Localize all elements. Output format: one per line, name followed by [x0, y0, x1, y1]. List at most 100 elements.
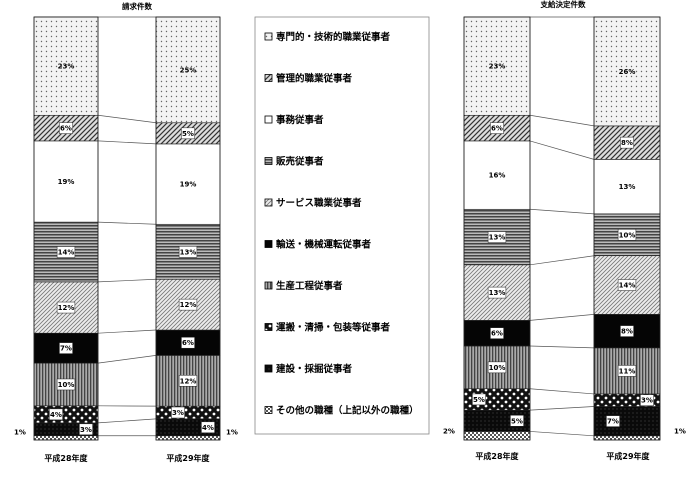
- data-label-box: [181, 336, 195, 349]
- data-label: 6%: [491, 330, 503, 338]
- data-label-box: [640, 394, 654, 406]
- data-label-box: [510, 415, 524, 427]
- data-label-box: [490, 122, 504, 134]
- data-label: 3%: [172, 409, 184, 417]
- data-label-box: [56, 246, 76, 258]
- data-label: 25%: [180, 66, 197, 74]
- data-label-box: [472, 393, 486, 406]
- data-label: 13%: [489, 289, 506, 297]
- chart-claims: 請求件数 1%3%4%10%7%12%14%19%6%23%1%4%3%12%6…: [14, 1, 238, 463]
- data-label: 16%: [489, 172, 506, 180]
- connector-line: [97, 114, 157, 124]
- data-label-box: [56, 378, 76, 391]
- data-label: 3%: [80, 426, 92, 434]
- data-label: 19%: [58, 178, 75, 186]
- chart-title: 請求件数: [122, 1, 152, 11]
- bar-segment: [593, 406, 661, 437]
- data-label: 26%: [619, 68, 636, 76]
- chart-title: 支給決定件数: [540, 0, 586, 9]
- data-label-box: [56, 301, 76, 314]
- legend-swatch: [264, 323, 273, 331]
- legend-label: 生産工程従事者: [276, 280, 343, 292]
- legend-label: 管理的職業従事者: [276, 73, 353, 85]
- bar-segment: [33, 405, 99, 424]
- bar-outline: [463, 16, 531, 441]
- data-label: 8%: [621, 328, 633, 336]
- legend-label: 事務従事者: [276, 114, 324, 126]
- connector-line: [529, 388, 595, 395]
- connector-line: [97, 278, 157, 283]
- connector-line: [529, 140, 595, 160]
- data-label: 6%: [182, 339, 194, 347]
- data-label-box: [620, 325, 634, 337]
- data-label: 8%: [621, 139, 633, 147]
- data-label-box: [620, 136, 634, 149]
- legend-swatch: [264, 198, 273, 207]
- data-label: 4%: [50, 411, 62, 419]
- bar-segment: [593, 159, 661, 215]
- legend-label: 建設・採掘従事者: [275, 363, 353, 375]
- data-label-box: [490, 327, 504, 339]
- data-label: 1%: [226, 429, 238, 437]
- data-label-box: [181, 127, 195, 140]
- bar-segment: [155, 143, 221, 225]
- legend-swatch: [264, 157, 273, 165]
- data-label-box: [617, 365, 637, 377]
- bar-outline: [155, 16, 221, 441]
- data-label: 12%: [180, 301, 197, 309]
- data-label-box: [178, 375, 198, 387]
- data-label: 13%: [619, 183, 636, 191]
- legend-swatch: [264, 240, 273, 248]
- data-label: 19%: [180, 181, 197, 189]
- legend: 専門的・技術的職業従事者管理的職業従事者事務従事者販売従事者サービス職業従事者輸…: [254, 16, 430, 435]
- data-label-box: [178, 246, 198, 258]
- data-label: 23%: [58, 63, 75, 71]
- legend-swatch: [264, 406, 273, 414]
- legend-label: 販売従事者: [276, 156, 324, 168]
- bar-segment: [593, 435, 661, 441]
- connector-line: [529, 406, 595, 411]
- connector-line: [97, 140, 157, 145]
- data-label: 1%: [674, 428, 686, 436]
- data-label: 7%: [607, 418, 619, 426]
- data-label: 13%: [180, 248, 197, 256]
- bar-outline: [593, 16, 661, 441]
- data-label: 14%: [619, 282, 636, 290]
- bar-segment: [463, 140, 531, 210]
- legend-swatch: [264, 364, 273, 373]
- data-label-box: [79, 423, 93, 436]
- legend-box: [254, 16, 430, 435]
- data-label-box: [49, 408, 63, 421]
- bar-segment: [463, 431, 531, 441]
- data-label: 12%: [180, 377, 197, 385]
- legend-swatch: [264, 115, 273, 124]
- connector-line: [97, 418, 157, 424]
- data-label: 4%: [202, 424, 214, 432]
- connector-line: [529, 255, 595, 266]
- data-label: 13%: [489, 234, 506, 242]
- bar-segment: [155, 405, 221, 420]
- data-label-box: [617, 279, 637, 291]
- data-label: 10%: [619, 231, 636, 239]
- x-tick-label: 平成28年度: [44, 453, 88, 463]
- data-label-box: [201, 421, 215, 434]
- legend-label: サービス職業従事者: [276, 197, 362, 209]
- data-label: 11%: [619, 367, 636, 375]
- data-label: 5%: [511, 417, 523, 425]
- data-label: 23%: [489, 63, 506, 71]
- legend-swatch: [264, 281, 273, 290]
- connector-line: [529, 314, 595, 321]
- data-label-box: [59, 122, 73, 134]
- connector-line: [529, 114, 595, 127]
- x-tick-label: 平成29年度: [606, 451, 650, 461]
- data-label: 6%: [491, 125, 503, 133]
- legend-swatch: [264, 74, 273, 82]
- data-label: 2%: [443, 428, 455, 436]
- data-label: 6%: [60, 125, 72, 133]
- data-label: 5%: [182, 130, 194, 138]
- legend-label: 運搬・清掃・包装等従事者: [276, 322, 391, 334]
- data-label-box: [178, 298, 198, 311]
- bar-segment: [33, 16, 99, 116]
- x-tick-label: 平成29年度: [166, 453, 210, 463]
